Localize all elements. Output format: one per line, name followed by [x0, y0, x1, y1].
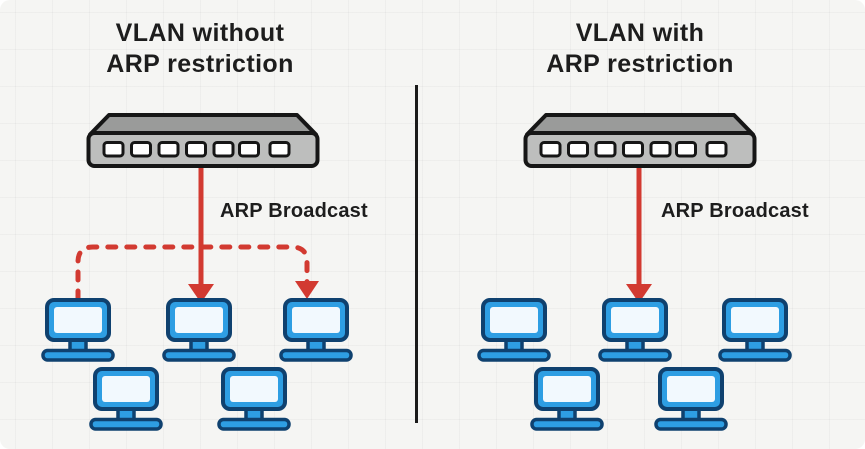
right-arp-broadcast-label: ARP Broadcast	[661, 200, 809, 222]
computer-icon	[162, 298, 236, 362]
left-network-switch-icon	[86, 111, 320, 169]
right-title-line2: ARP restriction	[546, 50, 734, 78]
computer-icon	[598, 298, 672, 362]
computer-icon	[718, 298, 792, 362]
right-title-line1: VLAN with	[575, 19, 705, 47]
right-panel-title: VLAN with ARP restriction	[470, 18, 810, 80]
computer-icon	[217, 367, 291, 431]
computer-icon	[41, 298, 115, 362]
dashed-leak-arrow	[75, 244, 319, 302]
left-arp-broadcast-label: ARP Broadcast	[220, 200, 368, 222]
left-title-line1: VLAN without	[115, 19, 285, 47]
computer-icon	[89, 367, 163, 431]
right-arp-broadcast-arrow	[626, 167, 652, 303]
panel-divider	[415, 85, 418, 423]
left-panel-title: VLAN without ARP restriction	[30, 18, 370, 80]
left-title-line2: ARP restriction	[106, 50, 294, 78]
left-arp-broadcast-arrow	[188, 167, 214, 303]
computer-icon	[477, 298, 551, 362]
computer-icon	[530, 367, 604, 431]
right-network-switch-icon	[523, 111, 757, 169]
computer-icon	[654, 367, 728, 431]
computer-icon	[279, 298, 353, 362]
